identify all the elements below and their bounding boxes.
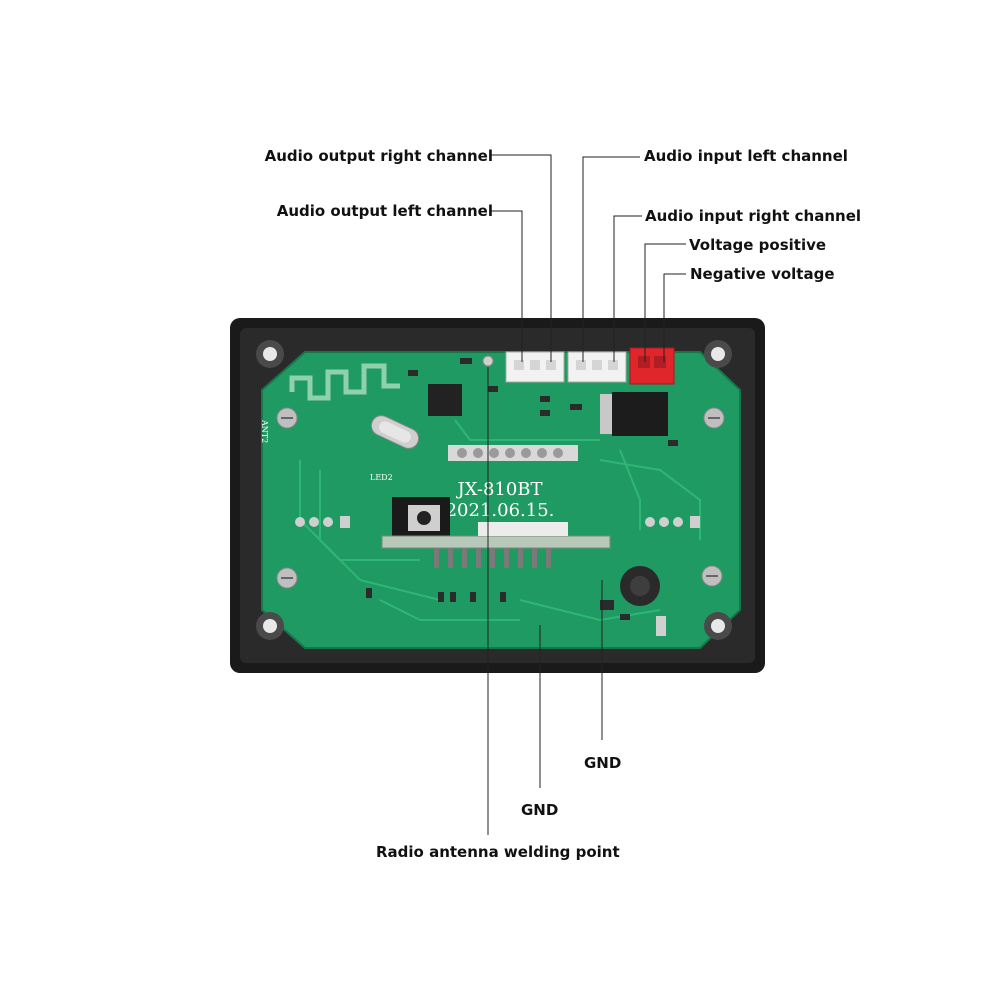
audio-output-connector: [505, 351, 565, 383]
label-voltage-positive: Voltage positive: [689, 236, 827, 254]
display-hole: [417, 511, 431, 525]
leader-audio-output-left: [490, 210, 523, 362]
leader-audio-input-left: [582, 156, 640, 362]
leader-lines: [487, 154, 686, 835]
crystal-oscillator: [370, 415, 420, 449]
label-audio-output-left: Audio output left channel: [276, 202, 493, 220]
silk-ant: ANT2: [260, 419, 269, 443]
label-gnd-left: GND: [521, 801, 559, 819]
leader-voltage-positive: [644, 243, 686, 362]
label-audio-input-right: Audio input right channel: [645, 207, 862, 225]
label-gnd-right: GND: [584, 754, 622, 772]
bluetooth-chip: [428, 384, 462, 416]
voltage-regulator: [612, 392, 668, 436]
label-audio-output-right: Audio output right channel: [264, 147, 493, 165]
leader-audio-output-right: [490, 154, 552, 362]
mounting-holes: [256, 340, 732, 640]
inductor-core: [630, 576, 650, 596]
module-socket: [478, 522, 568, 536]
leader-audio-input-right: [613, 215, 642, 362]
board-screws: [276, 407, 725, 589]
bottom-pad: [656, 616, 666, 636]
right-solder-pads: [645, 516, 700, 528]
pcb-antenna-trace: [289, 363, 400, 401]
module-edge-board: [381, 535, 611, 549]
antenna-welding-pad: [482, 355, 494, 367]
silk-date: 2021.06.15.: [446, 500, 555, 521]
silk-model: JX-810BT: [455, 479, 542, 500]
power-connector: [629, 347, 675, 385]
label-audio-input-left: Audio input left channel: [644, 147, 848, 165]
label-radio-antenna: Radio antenna welding point: [376, 843, 620, 861]
left-solder-pads: [295, 516, 350, 528]
leader-negative-voltage: [663, 273, 686, 362]
pcb-traces: [299, 419, 701, 622]
label-negative-voltage: Negative voltage: [690, 265, 835, 283]
smd-components: [366, 358, 678, 620]
module-pins: [434, 548, 551, 568]
audio-input-connector: [567, 351, 627, 383]
silk-led: LED2: [370, 473, 393, 482]
header-pads: [448, 445, 578, 461]
